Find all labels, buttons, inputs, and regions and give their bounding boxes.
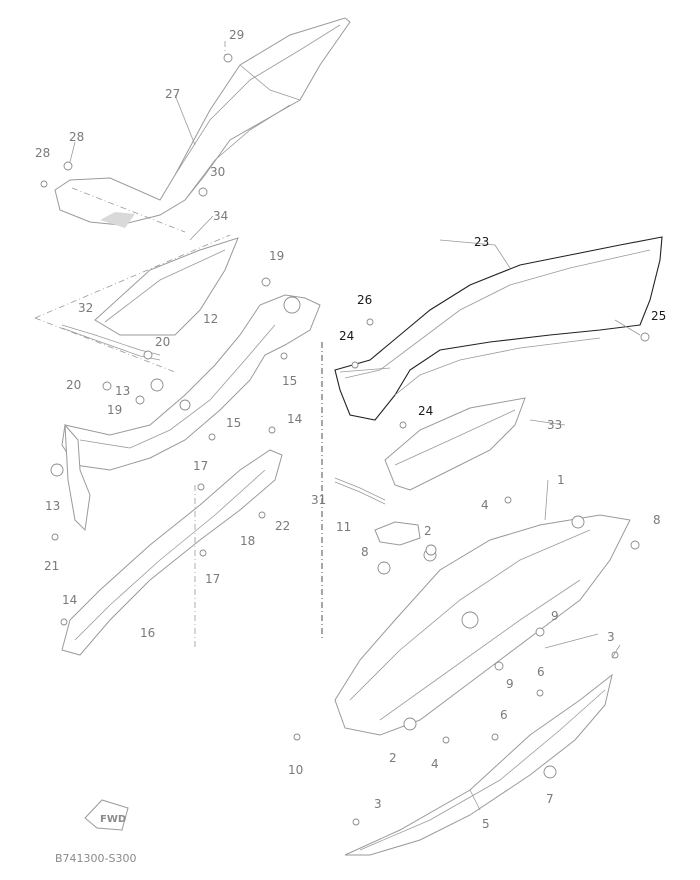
callout-5: 5 xyxy=(482,817,490,831)
callout-3: 3 xyxy=(374,797,382,811)
callout-26: 26 xyxy=(357,293,372,307)
fwd-label: FWD xyxy=(100,814,126,825)
part-23-rear-side-cover xyxy=(334,236,663,421)
callout-19: 19 xyxy=(107,403,122,417)
callout-15: 15 xyxy=(226,416,241,430)
callout-12: 12 xyxy=(203,312,218,326)
callout-7: 7 xyxy=(546,792,554,806)
part-1-lower-frame-cover xyxy=(334,514,631,736)
callout-27: 27 xyxy=(165,87,180,101)
callout-2: 2 xyxy=(389,751,397,765)
callout-22: 22 xyxy=(275,519,290,533)
callout-24: 24 xyxy=(339,329,354,343)
callout-2: 2 xyxy=(424,524,432,538)
leader-lines xyxy=(69,94,641,811)
callout-32: 32 xyxy=(78,301,93,315)
callout-28: 28 xyxy=(35,146,50,160)
part-27-rear-upper-cover xyxy=(54,17,351,228)
callout-8: 8 xyxy=(361,545,369,559)
part-34-decal xyxy=(94,237,239,336)
callout-labels: 1 2 2 3 3 4 4 5 6 6 7 8 8 9 9 10 11 12 1… xyxy=(35,28,666,831)
callout-9: 9 xyxy=(506,677,514,691)
callout-19: 19 xyxy=(269,249,284,263)
callout-33: 33 xyxy=(547,418,562,432)
callout-16: 16 xyxy=(140,626,155,640)
part-31-clip-strip xyxy=(334,477,386,505)
callout-24: 24 xyxy=(418,404,433,418)
callout-20: 20 xyxy=(66,378,81,392)
callout-25: 25 xyxy=(651,309,666,323)
callout-3: 3 xyxy=(607,630,615,644)
callout-11: 11 xyxy=(336,520,351,534)
part-33-decal xyxy=(384,397,526,491)
callout-30: 30 xyxy=(210,165,225,179)
callout-23: 23 xyxy=(474,235,489,249)
callout-8: 8 xyxy=(653,513,661,527)
callout-4: 4 xyxy=(431,757,439,771)
callout-14: 14 xyxy=(62,593,77,607)
callout-20: 20 xyxy=(155,335,170,349)
callout-28: 28 xyxy=(69,130,84,144)
callout-29: 29 xyxy=(229,28,244,42)
callout-34: 34 xyxy=(213,209,228,223)
callout-4: 4 xyxy=(481,498,489,512)
part-16-lower-side-cover xyxy=(61,423,283,656)
part-11-cap xyxy=(374,521,421,546)
fasteners xyxy=(40,53,650,826)
callout-9: 9 xyxy=(551,609,559,623)
callout-13: 13 xyxy=(45,499,60,513)
callout-6: 6 xyxy=(500,708,508,722)
callout-31: 31 xyxy=(311,493,326,507)
callout-17: 17 xyxy=(193,459,208,473)
callout-13: 13 xyxy=(115,384,130,398)
part-12-side-bracket xyxy=(61,294,321,471)
callout-10: 10 xyxy=(288,763,303,777)
callout-18: 18 xyxy=(240,534,255,548)
callout-21: 21 xyxy=(44,559,59,573)
callout-1: 1 xyxy=(557,473,565,487)
forward-direction-arrow: FWD xyxy=(84,799,129,831)
callout-6: 6 xyxy=(537,665,545,679)
callout-14: 14 xyxy=(287,412,302,426)
callout-17: 17 xyxy=(205,572,220,586)
callout-15: 15 xyxy=(282,374,297,388)
diagram-code: B741300-S300 xyxy=(55,852,137,865)
